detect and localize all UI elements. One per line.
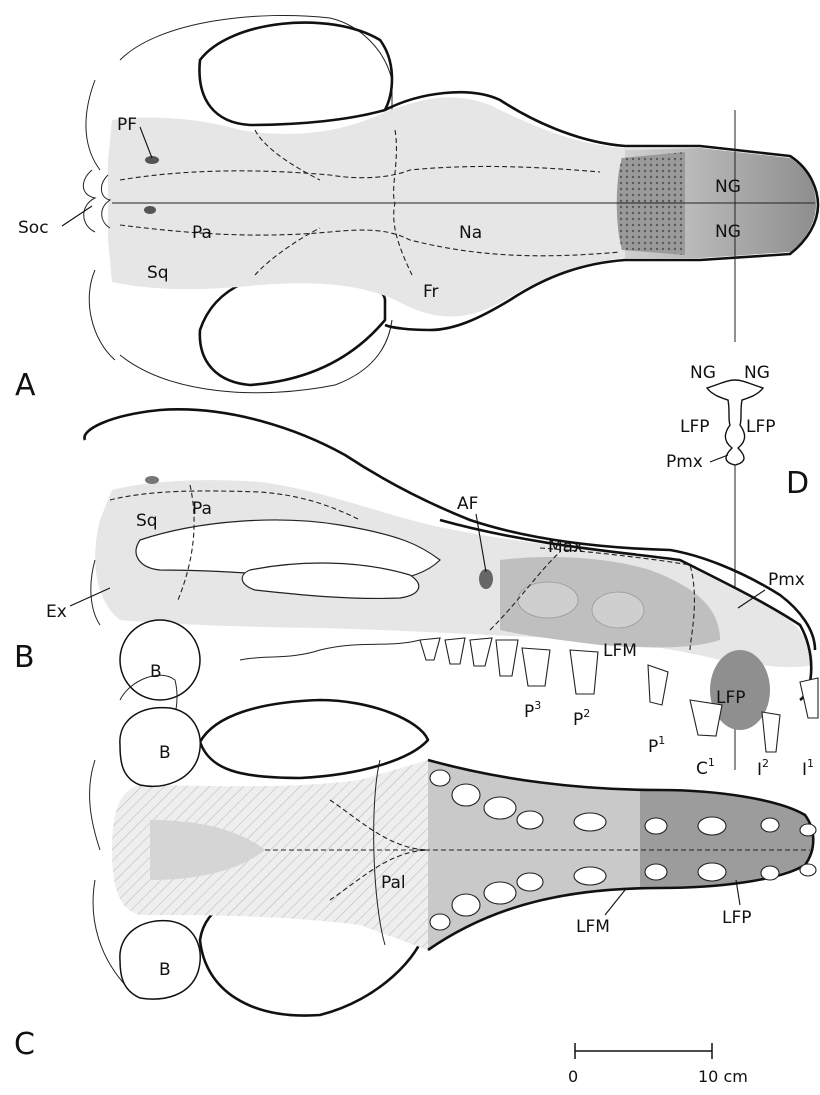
label-lfp-c: LFP: [722, 908, 752, 928]
label-b-top: B: [159, 743, 171, 763]
scale-start-label: 0: [568, 1067, 578, 1086]
label-pa-b: Pa: [192, 499, 212, 519]
label-d-lfp-right: LFP: [746, 417, 776, 437]
label-d-lfp-left: LFP: [680, 417, 710, 437]
label-pal: Pal: [381, 873, 406, 893]
label-af: AF: [457, 494, 478, 514]
label-pmx-b: Pmx: [768, 570, 805, 590]
panel-label-c: C: [14, 1027, 35, 1062]
panel-a-dorsal-view: [83, 15, 818, 392]
label-c1: C1: [696, 756, 715, 779]
label-soc: Soc: [18, 218, 49, 238]
label-pf: PF: [117, 115, 137, 135]
label-sq-b: Sq: [136, 511, 158, 531]
label-pa-a: Pa: [192, 223, 212, 243]
label-lfp-b: LFP: [716, 688, 746, 708]
label-ng-bottom: NG: [715, 222, 741, 242]
scale-end-label: 10 cm: [698, 1067, 748, 1086]
label-i2: I2: [757, 757, 769, 780]
label-na: Na: [459, 223, 482, 243]
label-fr: Fr: [423, 282, 439, 302]
label-i1: I1: [802, 757, 814, 780]
panel-label-b: B: [14, 640, 35, 675]
label-p3: P3: [524, 699, 541, 722]
label-max: Max: [548, 537, 583, 557]
label-p2: P2: [573, 707, 590, 730]
label-d-ng-right: NG: [744, 363, 770, 383]
panel-label-d: D: [786, 466, 809, 501]
label-sq-a: Sq: [147, 263, 169, 283]
label-ex: Ex: [46, 602, 67, 622]
label-b-bottom: B: [159, 960, 171, 980]
label-p1: P1: [648, 734, 665, 757]
label-b-bulla: B: [150, 662, 162, 682]
label-lfm-c: LFM: [576, 917, 610, 937]
panel-label-a: A: [15, 368, 36, 403]
label-d-pmx: Pmx: [666, 452, 703, 472]
label-d-ng-left: NG: [690, 363, 716, 383]
label-ng-top: NG: [715, 177, 741, 197]
panel-b-lateral-view: [84, 409, 818, 752]
scale-bar: [575, 1043, 712, 1059]
label-lfm-b: LFM: [603, 641, 637, 661]
